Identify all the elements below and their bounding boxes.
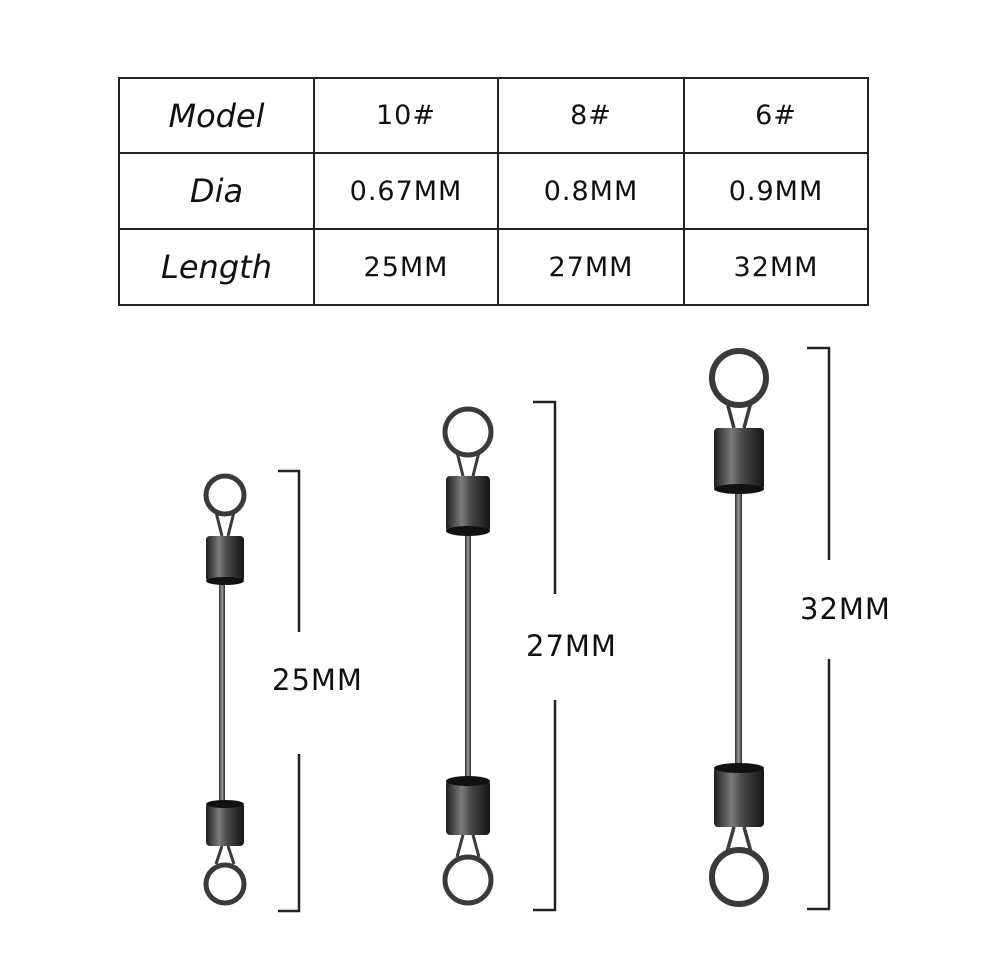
row-label-dia: Dia xyxy=(118,152,315,230)
dimension-bracket-6 xyxy=(807,346,831,911)
table-row-dia: Dia 0.67MM 0.8MM 0.9MM xyxy=(118,152,869,230)
length-label-10: 25MM xyxy=(272,663,363,697)
row-label-length: Length xyxy=(118,228,315,306)
cell-dia-10: 0.67MM xyxy=(313,152,499,230)
length-label-8: 27MM xyxy=(526,629,617,663)
swivel-6-icon xyxy=(709,348,769,907)
cell-dia-6: 0.9MM xyxy=(683,152,869,230)
length-label-6: 32MM xyxy=(800,592,891,626)
spec-table: Model 10# 8# 6# Dia 0.67MM 0.8MM 0.9MM L… xyxy=(118,77,869,306)
cell-dia-8: 0.8MM xyxy=(497,152,685,230)
dimension-bracket-8 xyxy=(533,400,557,912)
cell-length-10: 25MM xyxy=(313,228,499,306)
cell-model-8: 8# xyxy=(497,77,685,154)
dimension-bracket-10 xyxy=(278,469,301,913)
cell-length-6: 32MM xyxy=(683,228,869,306)
table-row-model: Model 10# 8# 6# xyxy=(118,77,869,154)
swivel-8-icon xyxy=(442,406,494,906)
cell-model-10: 10# xyxy=(313,77,499,154)
swivel-10-icon xyxy=(203,473,247,906)
cell-model-6: 6# xyxy=(683,77,869,154)
cell-length-8: 27MM xyxy=(497,228,685,306)
row-label-model: Model xyxy=(118,77,315,154)
table-row-length: Length 25MM 27MM 32MM xyxy=(118,228,869,306)
